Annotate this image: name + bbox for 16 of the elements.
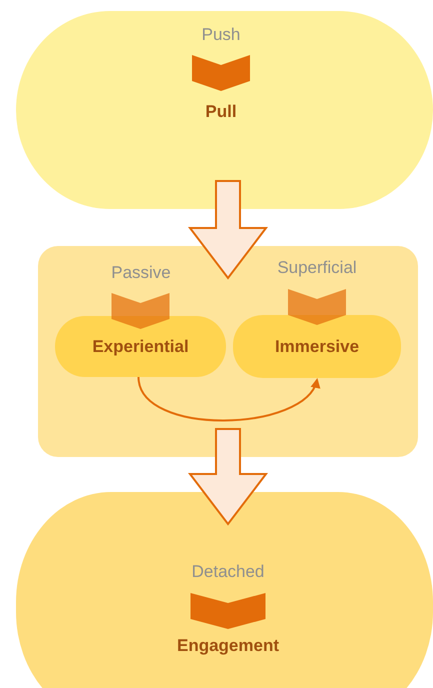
curved-arrow — [138, 376, 318, 422]
stage-label: Passive — [96, 262, 186, 284]
stage-label: Superficial — [262, 256, 372, 280]
block-arrow — [188, 428, 268, 526]
stage-label: Pull — [180, 100, 262, 124]
stage-panel — [38, 246, 418, 457]
stage-pill: Experiential — [55, 316, 226, 377]
chevron-arrow — [112, 293, 170, 329]
stage-label: Push — [180, 24, 262, 46]
chevron-arrow — [288, 289, 346, 325]
chevron-arrow — [192, 55, 250, 91]
stage-pill: Immersive — [233, 315, 401, 378]
stage-label: Engagement — [160, 633, 296, 659]
block-arrow — [188, 180, 268, 280]
stage-label: Detached — [170, 560, 286, 584]
chevron-arrow — [190, 593, 266, 629]
